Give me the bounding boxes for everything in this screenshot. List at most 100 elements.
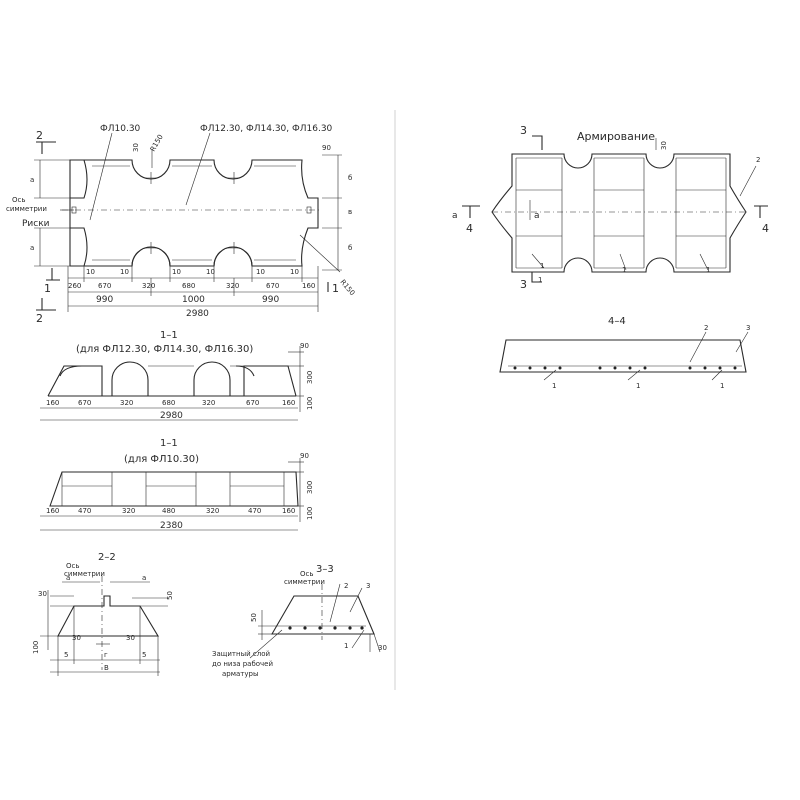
- section-3-3-drawing: [249, 583, 381, 659]
- reinforcement-d30: 30: [660, 141, 668, 150]
- dim-30: 30: [132, 143, 140, 152]
- s11a-dim-3: 680: [162, 399, 175, 407]
- plan-dim-10-3: 10: [206, 268, 215, 276]
- section-3-3-note-3: арматуры: [222, 670, 259, 678]
- s11a-dim-1: 670: [78, 399, 91, 407]
- axis-label-1: Ось: [12, 196, 25, 204]
- section-1-1-b-h300: 300: [306, 481, 314, 494]
- reinforcement-sec3-top: 3: [520, 124, 527, 137]
- section-2-2-d30-mid: 30: [72, 634, 81, 642]
- section-2-2-a-left: а: [66, 574, 70, 582]
- section-1-1-a-subtitle: (для ФЛ12.30, ФЛ14.30, ФЛ16.30): [76, 344, 253, 355]
- label-fl-series: ФЛ12.30, ФЛ14.30, ФЛ16.30: [200, 124, 333, 134]
- reinforcement-a-inner: а: [534, 211, 540, 221]
- s11b-dim-0: 160: [46, 507, 59, 515]
- plan-dim-10-1: 10: [120, 268, 129, 276]
- plan-dim-10-2: 10: [172, 268, 181, 276]
- reinforcement-a-left: а: [452, 211, 458, 221]
- section-4-4-n1-a: 1: [552, 382, 556, 390]
- section-1-1-a-drawing: [40, 346, 304, 421]
- plan-dim-row-2: 990 1000 990: [96, 295, 279, 305]
- section-2-2-axis-1: Ось: [66, 562, 79, 570]
- section-mark-2-bottom: 2: [36, 312, 43, 325]
- section-2-2-z: г: [104, 651, 108, 659]
- section-4-4-title: 4–4: [608, 316, 626, 327]
- section-mark-1-left: 1: [44, 282, 51, 295]
- section-2-2-h100: 100: [32, 641, 40, 654]
- s11a-dim-6: 160: [282, 399, 295, 407]
- section-2-2-drawing: [40, 576, 168, 676]
- reinforcement-sec4-right: 4: [762, 222, 769, 235]
- dim-90: 90: [322, 144, 331, 152]
- section-4-4-drawing: [499, 331, 749, 381]
- reinforcement-title: Армирование: [577, 130, 655, 143]
- section-1-1-a-dims: 160 670 320 680 320 670 160: [46, 399, 295, 407]
- reinforcement-n1-c: 1: [706, 266, 710, 274]
- reinforcement-plan-drawing: [462, 135, 768, 283]
- section-4-4-n2: 2: [704, 324, 708, 332]
- section-1-1-b-h90: 90: [300, 452, 309, 460]
- section-3-3-d50: 50: [250, 613, 258, 622]
- plan-dim-row1-3: 680: [182, 282, 195, 290]
- s11a-dim-4: 320: [202, 399, 215, 407]
- plan-dim-row2-2: 990: [262, 295, 279, 305]
- s11a-dim-0: 160: [46, 399, 59, 407]
- s11b-dim-6: 160: [282, 507, 295, 515]
- plan-dim-row1-4: 320: [226, 282, 239, 290]
- dim-b-bot: б: [348, 244, 352, 252]
- dim-a-top: а: [30, 176, 34, 184]
- s11b-dim-3: 480: [162, 507, 175, 515]
- section-1-1-b-subtitle: (для ФЛ10.30): [124, 454, 199, 465]
- section-2-2-b5-right: 5: [142, 651, 146, 659]
- section-1-1-a-h300: 300: [306, 371, 314, 384]
- section-2-2-a-right: а: [142, 574, 146, 582]
- section-3-3-note-2: до низа рабочей: [212, 660, 273, 668]
- dim-b-top: б: [348, 174, 352, 182]
- label-fl1030: ФЛ10.30: [100, 124, 141, 134]
- section-4-4-n1-c: 1: [720, 382, 724, 390]
- plan-view: [34, 132, 342, 312]
- section-1-1-a-h90: 90: [300, 342, 309, 350]
- section-4-4-n3: 3: [746, 324, 750, 332]
- section-2-2-d30-mid2: 30: [126, 634, 135, 642]
- dim-b-mid: в: [348, 208, 352, 216]
- reinforcement-n1-a: 1: [540, 262, 544, 270]
- plan-dim-row1-6: 160: [302, 282, 315, 290]
- section-4-4-n1-b: 1: [636, 382, 640, 390]
- s11a-dim-5: 670: [246, 399, 259, 407]
- plan-dim-row2-0: 990: [96, 295, 113, 305]
- reinforcement-n2: 2: [756, 156, 760, 164]
- plan-dim-row1-0: 260: [68, 282, 81, 290]
- plan-total: 2980: [186, 309, 209, 319]
- section-3-3-note-1: Защитный слой: [212, 650, 270, 658]
- section-2-2-B: В: [104, 664, 109, 672]
- section-1-1-a-total: 2980: [160, 411, 183, 421]
- section-3-3-axis-2: симметрии: [284, 578, 325, 586]
- r150-bottom: R150: [338, 278, 356, 297]
- section-2-2-d30-left: 30: [38, 590, 47, 598]
- section-2-2-d50-right: 50: [166, 591, 174, 600]
- reinforcement-sec3-bot: 3: [520, 278, 527, 291]
- section-3-3-title: 3–3: [316, 564, 334, 575]
- section-1-1-b-h100: 100: [306, 507, 314, 520]
- s11b-dim-4: 320: [206, 507, 219, 515]
- section-2-2-b5-left: 5: [64, 651, 68, 659]
- plan-dim-row2-1: 1000: [182, 295, 205, 305]
- section-1-1-b-title: 1–1: [160, 438, 178, 449]
- section-3-3-d30: 30: [378, 644, 387, 652]
- s11b-dim-1: 470: [78, 507, 91, 515]
- section-2-2-title: 2–2: [98, 552, 116, 563]
- plan-dim-10-5: 10: [290, 268, 299, 276]
- marks-label: Риски: [22, 219, 50, 229]
- section-3-3-n1: 1: [344, 642, 348, 650]
- s11b-dim-5: 470: [248, 507, 261, 515]
- dim-a-bot: а: [30, 244, 34, 252]
- s11a-dim-2: 320: [120, 399, 133, 407]
- s11b-dim-2: 320: [122, 507, 135, 515]
- section-1-1-b-total: 2380: [160, 521, 183, 531]
- plan-dim-10-0: 10: [86, 268, 95, 276]
- r150-top: R150: [149, 133, 165, 153]
- plan-dim-row1-2: 320: [142, 282, 155, 290]
